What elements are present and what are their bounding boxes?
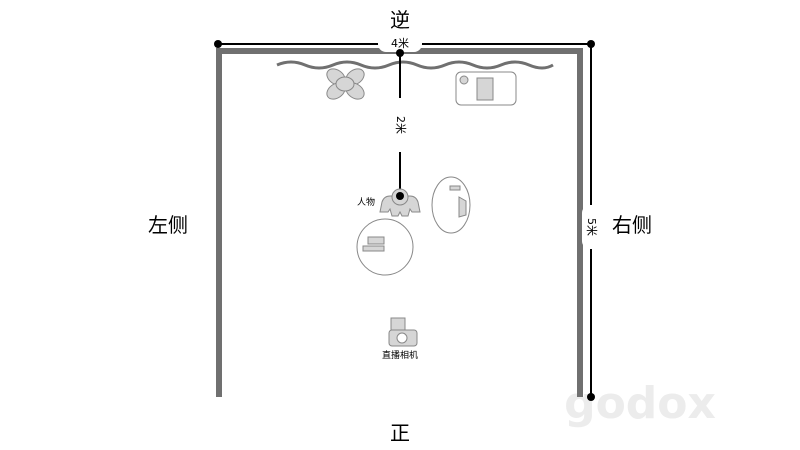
left-label: 左侧	[148, 213, 188, 237]
distance-line: 2米	[394, 49, 407, 196]
width-dimension: 4米	[214, 34, 595, 52]
camera-label: 直播相机	[382, 349, 418, 361]
table-device-icon	[455, 71, 517, 106]
back-label: 逆	[390, 8, 410, 32]
camera-icon	[388, 317, 418, 347]
right-label: 右侧	[612, 213, 652, 237]
fan-icon	[326, 68, 365, 100]
watermark-logo: godox	[564, 378, 716, 429]
backdrop-curtain	[276, 60, 554, 70]
depth-dimension: 5米	[582, 44, 600, 401]
front-label: 正	[390, 421, 410, 445]
light-right-icon	[431, 176, 471, 234]
light-left-icon	[356, 218, 414, 276]
distance-label: 2米	[394, 116, 407, 134]
width-label: 4米	[391, 37, 409, 50]
person-label: 人物	[357, 196, 375, 208]
person-icon	[379, 188, 421, 217]
depth-label: 5米	[585, 218, 598, 236]
